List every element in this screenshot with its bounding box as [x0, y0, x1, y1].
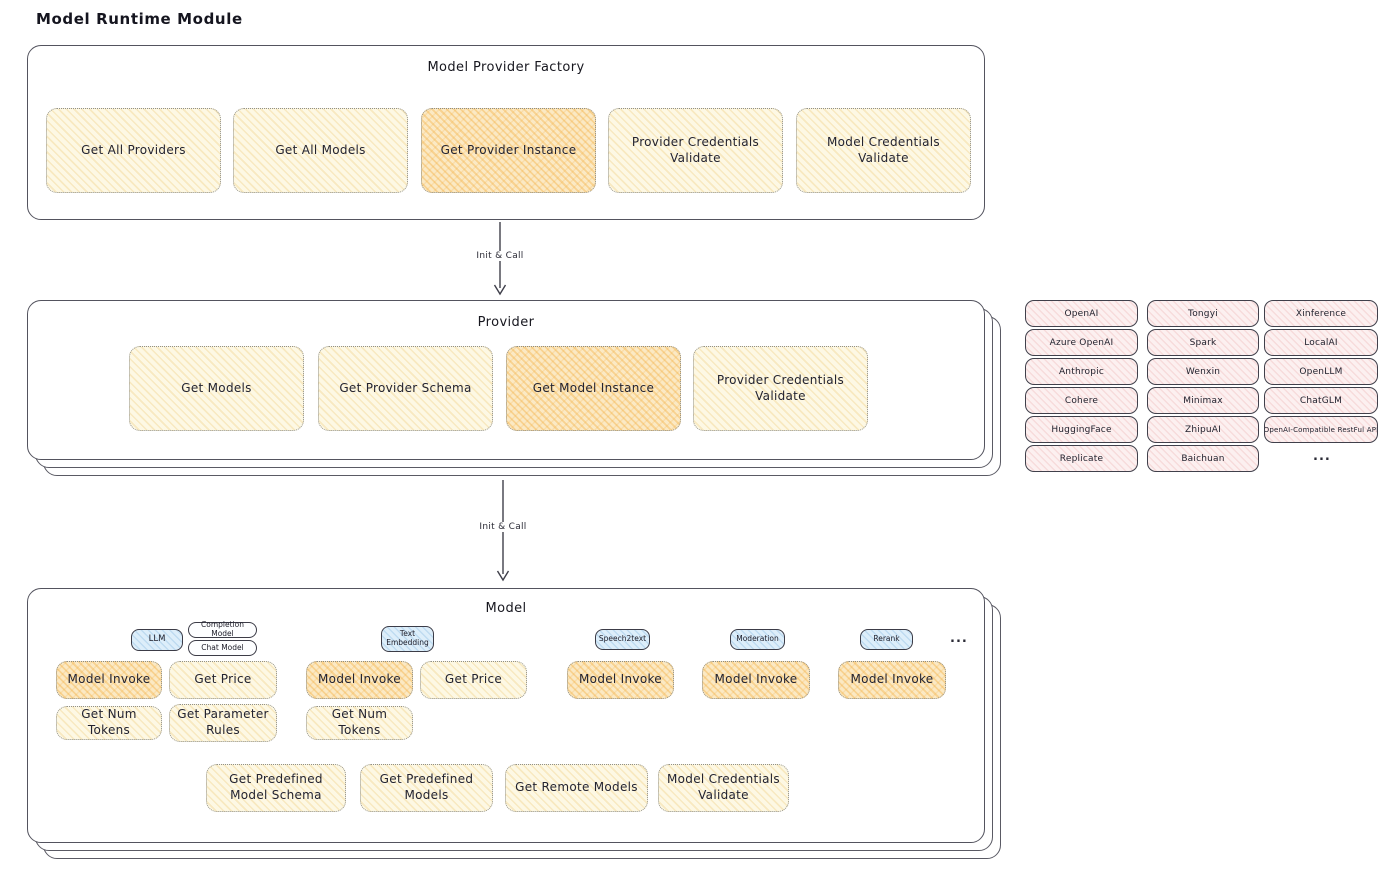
node-get-all-models: Get All Models: [233, 108, 408, 193]
node-moderation-model-invoke: Model Invoke: [702, 661, 810, 699]
chip-llm: LLM: [131, 629, 183, 651]
node-text-embedding-get-num-tokens: Get Num Tokens: [306, 706, 413, 740]
provider-item-baichuan: Baichuan: [1147, 445, 1259, 472]
chip-completion-model: Completion Model: [188, 621, 257, 638]
node-rerank-model-invoke: Model Invoke: [838, 661, 946, 699]
chip-moderation: Moderation: [730, 629, 785, 650]
provider-item-huggingface: HuggingFace: [1025, 416, 1138, 443]
provider-item-tongyi: Tongyi: [1147, 300, 1259, 327]
node-llm-get-price: Get Price: [169, 661, 277, 699]
provider-item-azure-openai: Azure OpenAI: [1025, 329, 1138, 356]
node-text-embedding-model-invoke: Model Invoke: [306, 661, 413, 699]
provider-item-minimax: Minimax: [1147, 387, 1259, 414]
provider-item-chatglm: ChatGLM: [1264, 387, 1378, 414]
node-provider-credentials-validate-2: Provider Credentials Validate: [693, 346, 868, 431]
node-get-provider-instance: Get Provider Instance: [421, 108, 596, 193]
arrow-label-init-call-1: Init & Call: [472, 251, 528, 261]
node-get-predefined-model-schema: Get Predefined Model Schema: [206, 764, 346, 812]
chip-chat-model: Chat Model: [188, 640, 257, 656]
node-get-provider-schema: Get Provider Schema: [318, 346, 493, 431]
model-types-more-ellipsis: ...: [950, 631, 968, 646]
node-get-predefined-models: Get Predefined Models: [360, 764, 493, 812]
provider-item-wenxin: Wenxin: [1147, 358, 1259, 385]
node-get-all-providers: Get All Providers: [46, 108, 221, 193]
chip-speech2text: Speech2text: [595, 629, 650, 650]
node-llm-get-parameter-rules: Get Parameter Rules: [169, 704, 277, 742]
node-text-embedding-get-price: Get Price: [420, 661, 527, 699]
model-title: Model: [485, 601, 527, 616]
provider-item-cohere: Cohere: [1025, 387, 1138, 414]
node-get-models: Get Models: [129, 346, 304, 431]
node-get-remote-models: Get Remote Models: [505, 764, 648, 812]
node-get-model-instance: Get Model Instance: [506, 346, 681, 431]
arrow-label-init-call-2: Init & Call: [475, 522, 531, 532]
node-llm-get-num-tokens: Get Num Tokens: [56, 706, 162, 740]
diagram-title: Model Runtime Module: [36, 10, 243, 28]
model-box: Model LLM Completion Model Chat Model Te…: [27, 588, 985, 843]
factory-box: Model Provider Factory Get All Providers…: [27, 45, 985, 220]
node-model-credentials-validate-2: Model Credentials Validate: [658, 764, 789, 812]
provider-item-xinference: Xinference: [1264, 300, 1378, 327]
provider-item-spark: Spark: [1147, 329, 1259, 356]
provider-box: Provider Get Models Get Provider Schema …: [27, 300, 985, 460]
providers-more-ellipsis: ...: [1313, 449, 1331, 464]
provider-item-anthropic: Anthropic: [1025, 358, 1138, 385]
chip-rerank: Rerank: [860, 629, 913, 650]
provider-item-openai-compatible-restful-api: OpenAI-Compatible RestFul API: [1264, 416, 1378, 443]
node-llm-model-invoke: Model Invoke: [56, 661, 162, 699]
provider-item-zhipuai: ZhipuAI: [1147, 416, 1259, 443]
chip-text-embedding: Text Embedding: [381, 626, 434, 652]
factory-title: Model Provider Factory: [427, 60, 585, 75]
node-speech2text-model-invoke: Model Invoke: [567, 661, 674, 699]
node-model-credentials-validate: Model Credentials Validate: [796, 108, 971, 193]
provider-item-openllm: OpenLLM: [1264, 358, 1378, 385]
provider-item-openai: OpenAI: [1025, 300, 1138, 327]
node-provider-credentials-validate: Provider Credentials Validate: [608, 108, 783, 193]
provider-title: Provider: [477, 315, 535, 330]
provider-item-replicate: Replicate: [1025, 445, 1138, 472]
provider-item-localai: LocalAI: [1264, 329, 1378, 356]
